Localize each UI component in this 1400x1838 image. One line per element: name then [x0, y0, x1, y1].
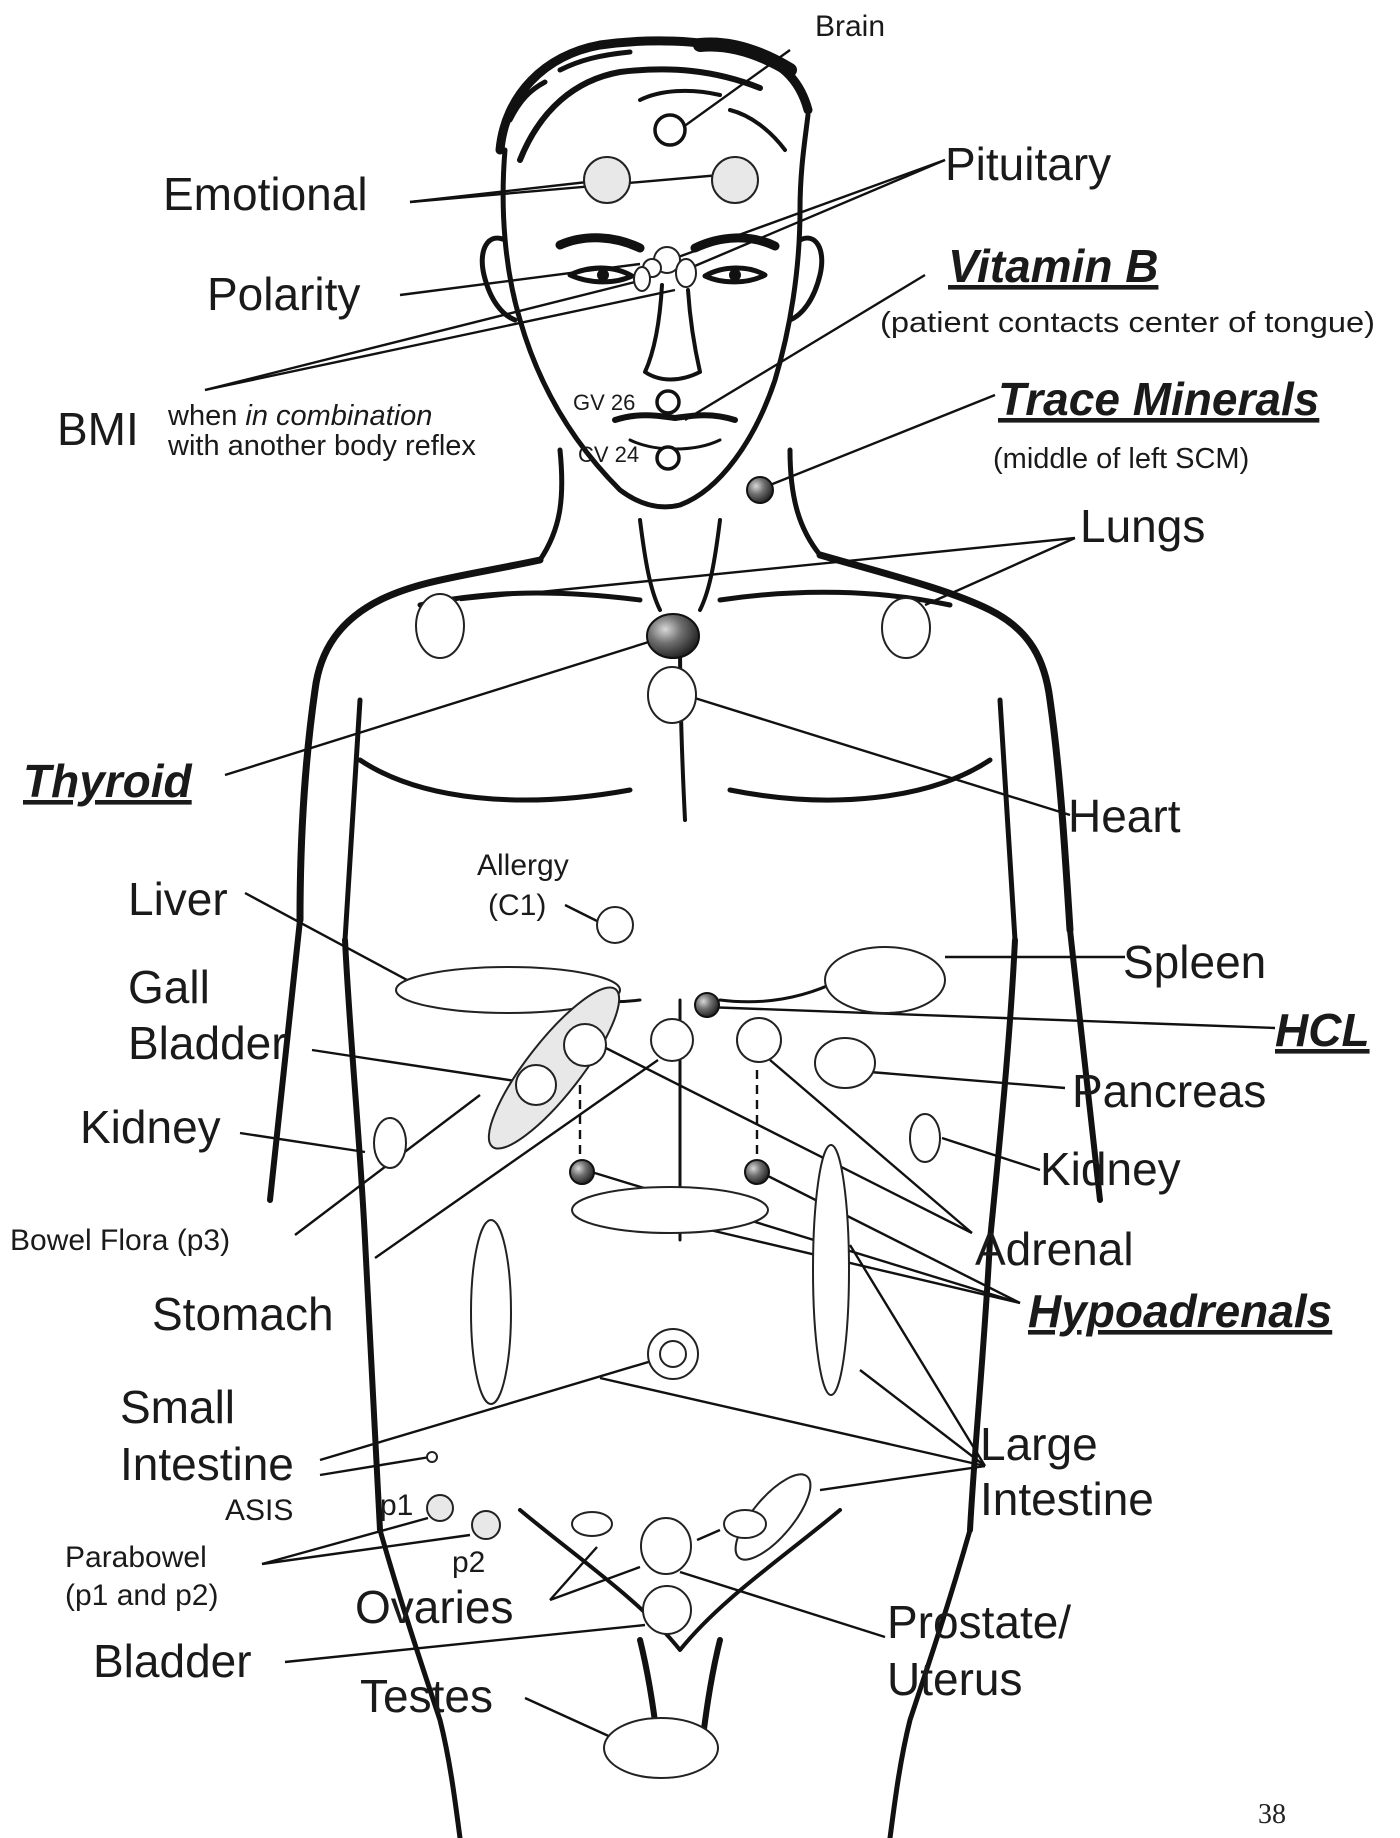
thyroid-point	[647, 614, 699, 658]
label-trace-minerals: Trace Minerals	[998, 373, 1319, 425]
label-allergy-c1: (C1)	[488, 889, 546, 922]
label-parabowel: Parabowel	[65, 1541, 207, 1574]
hcl-point	[695, 993, 719, 1017]
small-intestine-point-inner	[660, 1341, 686, 1367]
polarity-point-right	[676, 259, 696, 287]
label-hcl: HCL	[1275, 1004, 1370, 1056]
label-bmi: BMI	[57, 403, 139, 455]
parabowel-p1-point	[427, 1495, 453, 1521]
label-bmi-note-line1: when in combination	[167, 400, 432, 432]
label-lungs: Lungs	[1080, 500, 1205, 552]
label-stomach: Stomach	[152, 1288, 334, 1340]
brain-point	[655, 115, 685, 145]
label-bowel-flora: Bowel Flora (p3)	[10, 1224, 230, 1257]
heart-point	[648, 667, 696, 723]
spleen-area	[825, 947, 945, 1013]
stomach-point	[651, 1019, 693, 1061]
allergy-point	[597, 907, 633, 943]
label-parabowel-note: (p1 and p2)	[65, 1579, 218, 1612]
hypoadrenal-point-left	[570, 1160, 594, 1184]
label-bmi-note-line2: with another body reflex	[167, 430, 476, 462]
bladder-point	[643, 1586, 691, 1634]
page-number: 38	[1258, 1799, 1286, 1830]
label-emotional: Emotional	[163, 168, 368, 220]
lung-point-left	[416, 594, 464, 658]
asis-point	[427, 1452, 437, 1462]
label-heart: Heart	[1068, 790, 1181, 842]
kidney-point-right	[910, 1114, 940, 1162]
label-vitamin-b-note: (patient contacts center of tongue)	[880, 307, 1375, 339]
label-bladder: Bladder	[93, 1635, 252, 1687]
large-intestine-area-upper	[572, 1187, 768, 1233]
reflex-points	[374, 115, 945, 1778]
emotional-point-right	[712, 157, 758, 203]
label-testes: Testes	[360, 1670, 493, 1722]
label-cv24: CV 24	[578, 442, 639, 467]
label-gv26: GV 26	[573, 390, 635, 415]
label-trace-minerals-note: (middle of left SCM)	[993, 443, 1249, 475]
label-pituitary: Pituitary	[945, 138, 1111, 190]
ovary-point-right	[724, 1510, 766, 1538]
large-intestine-area-left	[471, 1220, 511, 1404]
ovary-point-left	[572, 1512, 612, 1536]
label-gall-bladder: Bladder	[128, 1017, 287, 1069]
gall-bladder-point	[516, 1065, 556, 1105]
label-pancreas: Pancreas	[1072, 1065, 1266, 1117]
label-asis: ASIS	[225, 1494, 293, 1527]
testes-area	[604, 1718, 718, 1778]
label-gall: Gall	[128, 961, 210, 1013]
label-kidney-left: Kidney	[80, 1101, 221, 1153]
label-thyroid: Thyroid	[23, 755, 193, 807]
label-large: Large	[980, 1418, 1098, 1470]
prostate-uterus-point	[641, 1518, 691, 1574]
label-adrenal: Adrenal	[975, 1223, 1134, 1275]
label-ovaries: Ovaries	[355, 1581, 513, 1633]
hypoadrenal-point-right	[745, 1160, 769, 1184]
label-polarity: Polarity	[207, 268, 360, 320]
label-small: Small	[120, 1381, 235, 1433]
label-prostate: Prostate/	[887, 1596, 1071, 1648]
label-brain: Brain	[815, 10, 885, 43]
large-intestine-area-right	[813, 1145, 849, 1395]
label-allergy: Allergy	[477, 849, 569, 882]
label-p1: p1	[380, 1489, 413, 1522]
label-hypoadrenals: Hypoadrenals	[1028, 1285, 1332, 1337]
adrenal-point-right	[737, 1018, 781, 1062]
lung-point-right	[882, 598, 930, 658]
label-uterus: Uterus	[887, 1653, 1022, 1705]
label-large-intestine: Intestine	[980, 1473, 1154, 1525]
gv26-point	[657, 391, 679, 413]
kidney-point-left	[374, 1118, 406, 1168]
label-kidney-right: Kidney	[1040, 1143, 1181, 1195]
label-liver: Liver	[128, 873, 228, 925]
pancreas-point	[815, 1038, 875, 1088]
label-p2: p2	[452, 1546, 485, 1579]
emotional-point-left	[584, 157, 630, 203]
label-vitamin-b: Vitamin B	[948, 240, 1158, 292]
trace-minerals-point	[747, 477, 773, 503]
cv24-point	[657, 447, 679, 469]
label-small-intestine: Intestine	[120, 1438, 294, 1490]
parabowel-p2-point	[472, 1511, 500, 1539]
polarity-point-left	[634, 267, 650, 291]
adrenal-point-left	[564, 1024, 606, 1066]
label-spleen: Spleen	[1123, 936, 1266, 988]
